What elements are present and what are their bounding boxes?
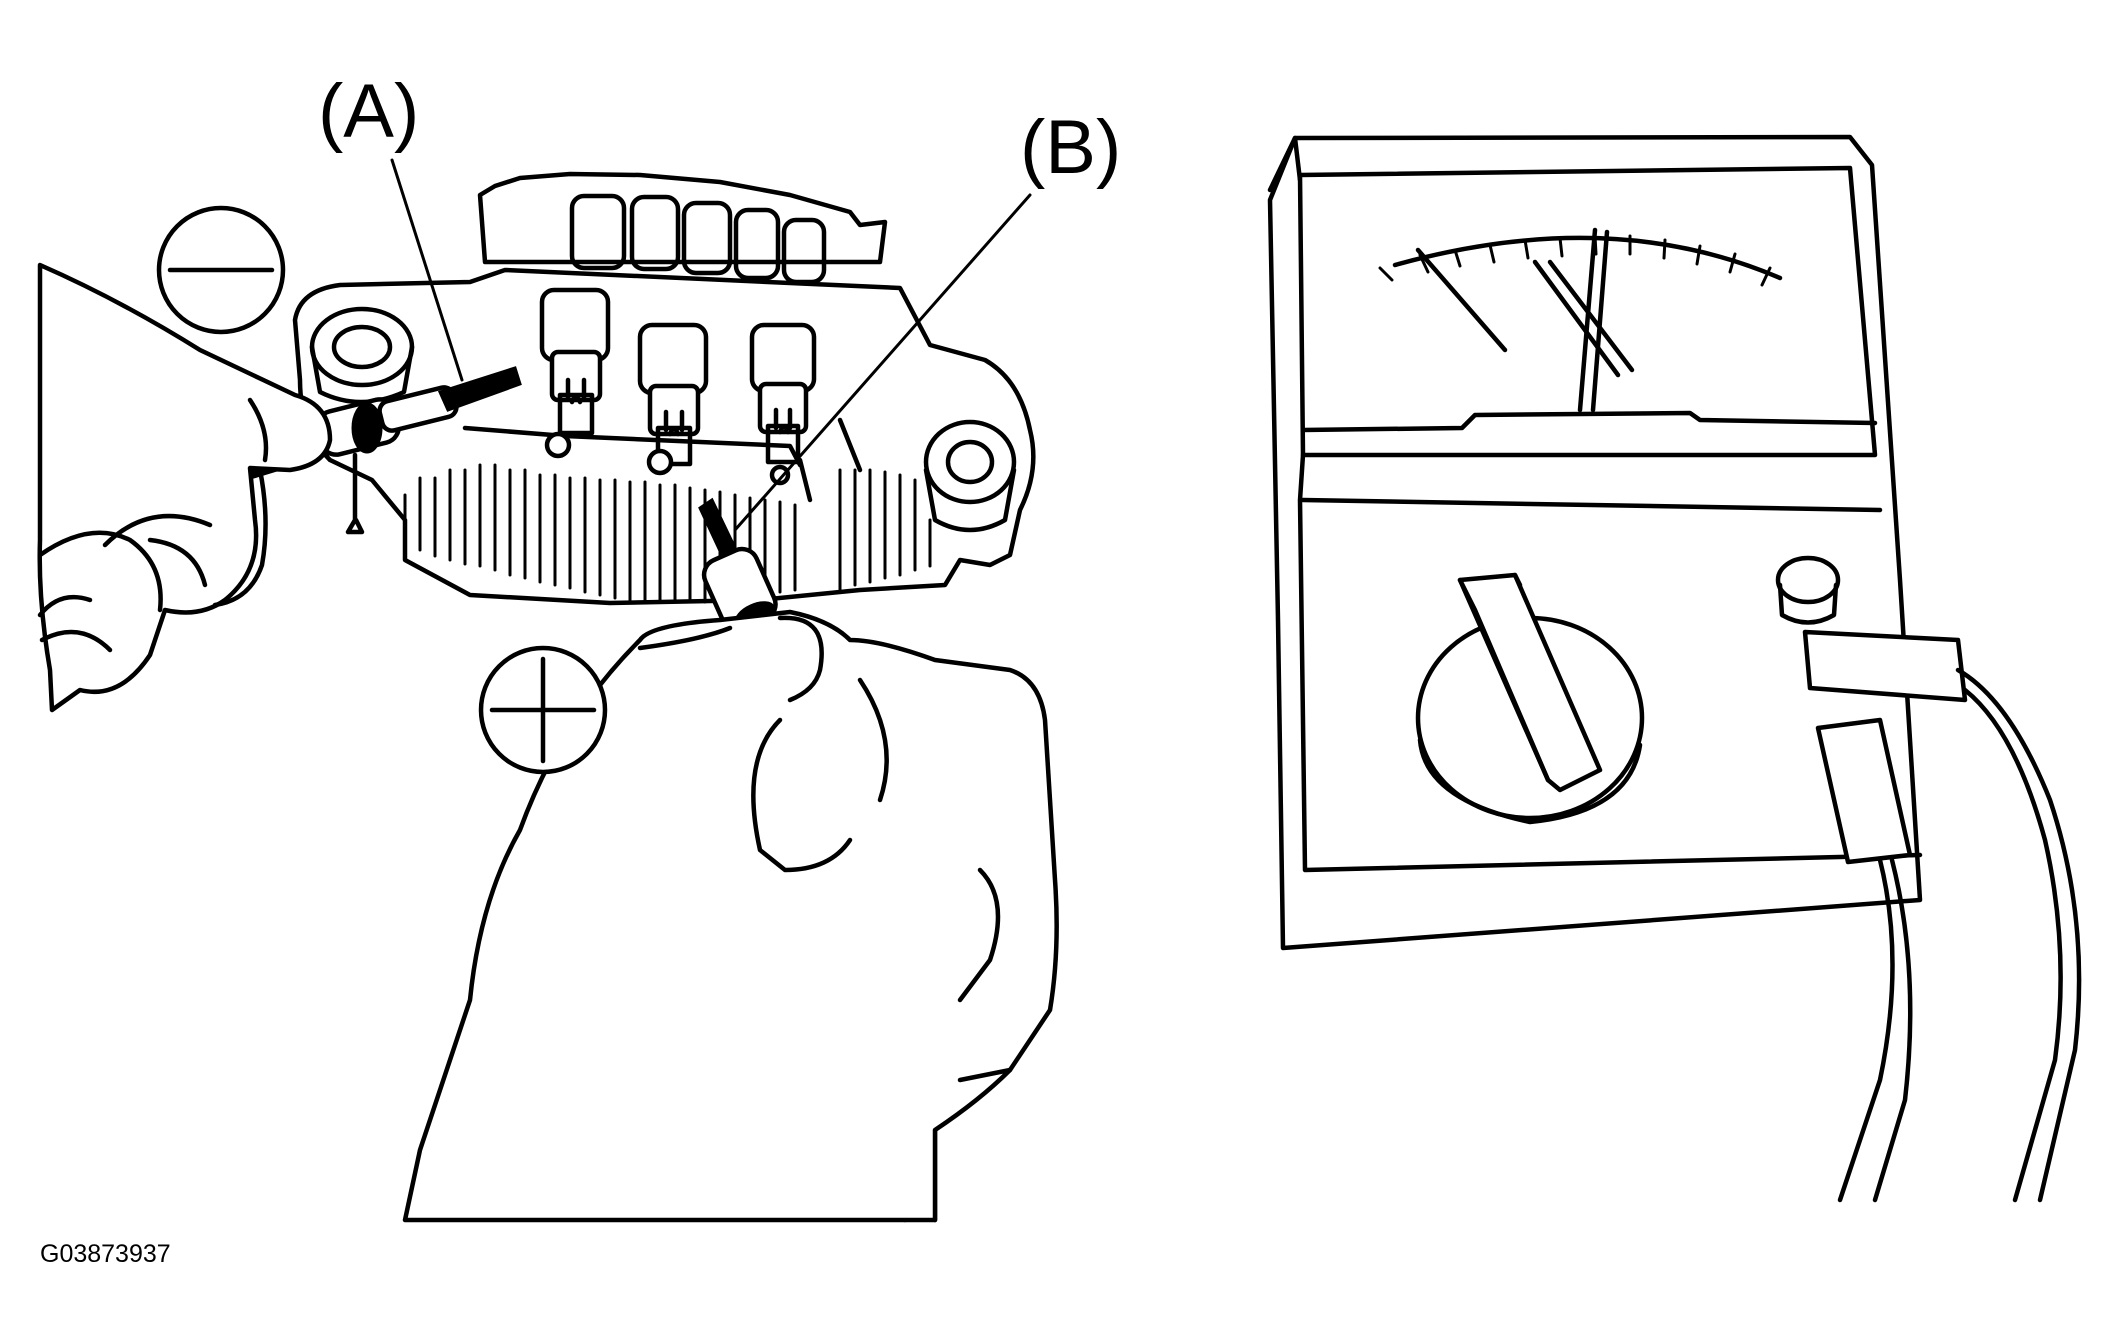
diode-terminals bbox=[539, 287, 817, 467]
meter-needle-left bbox=[1415, 247, 1508, 353]
multimeter bbox=[1267, 134, 2082, 1203]
range-selector-knob bbox=[1415, 572, 1645, 825]
label-b: (B) bbox=[1020, 105, 1121, 190]
negative-symbol bbox=[156, 205, 286, 335]
leader-line-a bbox=[390, 158, 464, 382]
figure-code: G03873937 bbox=[40, 1240, 171, 1268]
positive-symbol bbox=[478, 645, 608, 775]
meter-needle-right bbox=[1532, 259, 1621, 378]
left-hand bbox=[37, 262, 333, 713]
leader-line-b bbox=[733, 193, 1032, 532]
plus-sign-icon bbox=[489, 656, 597, 764]
label-a: (A) bbox=[318, 69, 419, 154]
rectifier-assembly bbox=[292, 171, 1036, 606]
